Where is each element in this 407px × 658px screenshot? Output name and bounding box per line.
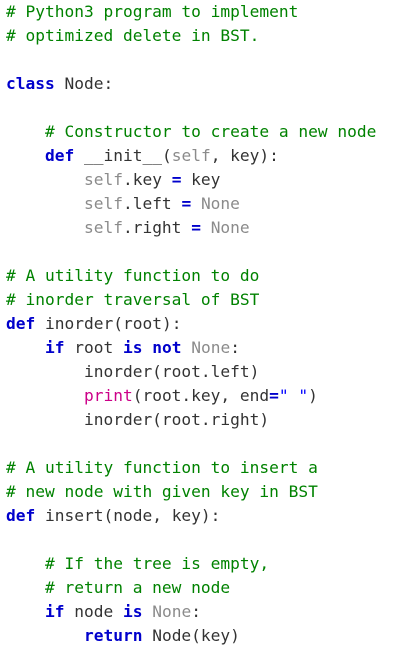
code-text bbox=[6, 338, 45, 357]
code-comment: # A utility function to insert a bbox=[6, 458, 318, 477]
code-text bbox=[191, 194, 201, 213]
code-text bbox=[6, 218, 84, 237]
code-line: class Node: bbox=[6, 72, 113, 96]
code-comment: # new node with given key in BST bbox=[6, 482, 318, 501]
code-keyword: if bbox=[44, 602, 65, 621]
code-self: self bbox=[171, 146, 211, 165]
code-text bbox=[6, 386, 84, 405]
code-line: # Constructor to create a new node bbox=[6, 120, 376, 144]
code-keyword: is bbox=[122, 602, 143, 621]
code-text: Node(key) bbox=[142, 626, 240, 645]
code-text bbox=[201, 218, 211, 237]
code-line: print(root.key, end=" ") bbox=[6, 384, 318, 408]
code-comment: # Python3 program to implement bbox=[6, 2, 299, 21]
code-keyword: if bbox=[44, 338, 65, 357]
code-text: key bbox=[181, 170, 221, 189]
code-text: node bbox=[64, 602, 123, 621]
code-comment: # optimized delete in BST. bbox=[6, 26, 260, 45]
code-text: : bbox=[230, 338, 240, 357]
code-text bbox=[6, 626, 84, 645]
code-keyword: def bbox=[44, 146, 75, 165]
code-operator: = bbox=[269, 386, 279, 405]
code-text: inorder(root.right) bbox=[6, 410, 270, 429]
code-line: return Node(key) bbox=[6, 624, 240, 648]
code-text bbox=[6, 578, 45, 597]
code-constant: None bbox=[152, 602, 192, 621]
code-text bbox=[6, 146, 45, 165]
code-keyword: def bbox=[6, 506, 36, 525]
code-self: self bbox=[83, 170, 123, 189]
code-text: inorder(root): bbox=[35, 314, 182, 333]
code-line: # optimized delete in BST. bbox=[6, 24, 259, 48]
code-line: def inorder(root): bbox=[6, 312, 181, 336]
code-line: self.left = None bbox=[6, 192, 240, 216]
code-comment: # A utility function to do bbox=[6, 266, 260, 285]
code-comment: # inorder traversal of BST bbox=[6, 290, 260, 309]
code-line: # new node with given key in BST bbox=[6, 480, 318, 504]
code-text bbox=[6, 554, 45, 573]
code-constant: None bbox=[191, 338, 231, 357]
code-constant: None bbox=[200, 194, 240, 213]
code-text: ) bbox=[308, 386, 318, 405]
code-self: self bbox=[83, 218, 123, 237]
code-keyword: not bbox=[152, 338, 182, 357]
code-text: Node: bbox=[54, 74, 114, 93]
code-line: inorder(root.left) bbox=[6, 360, 259, 384]
code-operator: = bbox=[171, 170, 182, 189]
code-text: .left bbox=[122, 194, 182, 213]
code-text: (root.key, end bbox=[132, 386, 270, 405]
code-text bbox=[6, 122, 45, 141]
code-text: insert(node, key): bbox=[35, 506, 221, 525]
code-line: self.right = None bbox=[6, 216, 250, 240]
code-line: # return a new node bbox=[6, 576, 230, 600]
code-text: , key): bbox=[210, 146, 279, 165]
code-line: if node is None: bbox=[6, 600, 201, 624]
code-line: def insert(node, key): bbox=[6, 504, 220, 528]
code-string: " " bbox=[278, 386, 309, 405]
code-line: inorder(root.right) bbox=[6, 408, 269, 432]
code-text bbox=[181, 338, 191, 357]
code-keyword: def bbox=[6, 314, 36, 333]
code-text bbox=[142, 338, 152, 357]
code-line: def __init__(self, key): bbox=[6, 144, 279, 168]
code-builtin: print bbox=[83, 386, 133, 405]
code-operator: = bbox=[191, 218, 201, 237]
code-constant: None bbox=[210, 218, 250, 237]
code-comment: # Constructor to create a new node bbox=[44, 122, 377, 141]
code-text: .key bbox=[122, 170, 172, 189]
code-keyword: class bbox=[6, 74, 55, 93]
code-text: .right bbox=[122, 218, 192, 237]
code-line: # Python3 program to implement bbox=[6, 0, 298, 24]
code-text: __init__( bbox=[74, 146, 172, 165]
code-keyword: is bbox=[122, 338, 143, 357]
code-keyword: return bbox=[83, 626, 143, 645]
code-text: : bbox=[191, 602, 201, 621]
code-line: self.key = key bbox=[6, 168, 220, 192]
code-line: # If the tree is empty, bbox=[6, 552, 269, 576]
code-line: # A utility function to do bbox=[6, 264, 259, 288]
code-comment: # return a new node bbox=[44, 578, 231, 597]
code-self: self bbox=[83, 194, 123, 213]
code-text: inorder(root.left) bbox=[6, 362, 260, 381]
code-text bbox=[6, 170, 84, 189]
code-operator: = bbox=[181, 194, 192, 213]
code-text bbox=[6, 194, 84, 213]
code-text bbox=[142, 602, 152, 621]
code-text bbox=[6, 602, 45, 621]
code-line: # inorder traversal of BST bbox=[6, 288, 259, 312]
code-text: root bbox=[64, 338, 123, 357]
code-line: # A utility function to insert a bbox=[6, 456, 318, 480]
code-comment: # If the tree is empty, bbox=[44, 554, 270, 573]
code-line: if root is not None: bbox=[6, 336, 240, 360]
